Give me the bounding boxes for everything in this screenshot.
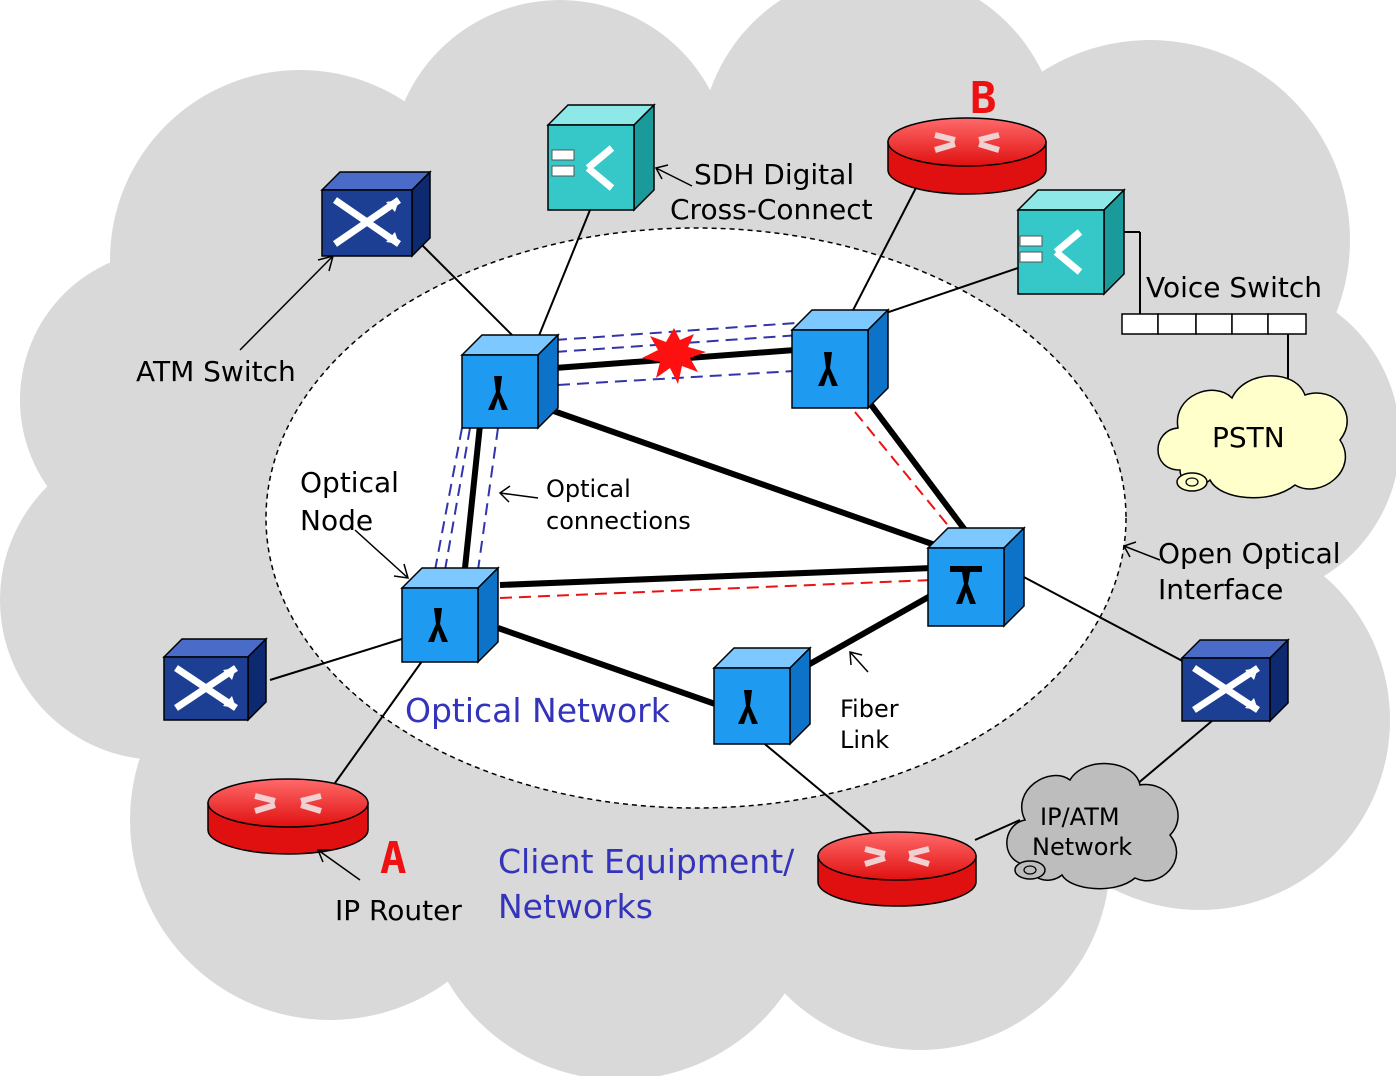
router-a-icon xyxy=(207,778,369,855)
atm-switch-icon xyxy=(320,170,432,258)
optical-network-boundary xyxy=(265,227,1127,809)
client-links xyxy=(269,179,1289,841)
label-router-b: B xyxy=(970,73,997,124)
optical-node xyxy=(460,333,560,430)
label-client-line1: Client Equipment/ xyxy=(498,842,795,881)
label-router-a: A xyxy=(380,833,407,884)
label-ipatm-line2: Network xyxy=(1032,833,1132,861)
label-optical-connections-line1: Optical xyxy=(546,475,631,503)
ip-atm-network-cloud xyxy=(1006,762,1179,890)
label-optical-network: Optical Network xyxy=(405,691,671,730)
label-atm-switch: ATM Switch xyxy=(136,355,296,388)
label-fiber-link-line2: Link xyxy=(840,726,889,754)
sdh-cross-connect-icon xyxy=(1016,188,1126,296)
label-sdh-line1: SDH Digital xyxy=(694,158,854,191)
label-sdh-line2: Cross-Connect xyxy=(670,193,873,226)
label-open-optical-line1: Open Optical xyxy=(1158,537,1341,570)
label-optical-node-line2: Node xyxy=(300,504,373,537)
optical-node xyxy=(926,526,1026,628)
pointer-arrows xyxy=(239,164,1161,881)
label-pstn: PSTN xyxy=(1212,421,1285,454)
label-fiber-link-line1: Fiber xyxy=(840,695,899,723)
sdh-cross-connect-icon xyxy=(546,103,656,212)
optical-node xyxy=(400,566,500,664)
pstn-cloud xyxy=(1157,375,1348,499)
atm-switch-icon xyxy=(1180,638,1290,723)
label-client-line2: Networks xyxy=(498,887,653,926)
label-optical-connections-line2: connections xyxy=(546,507,691,535)
label-open-optical-line2: Interface xyxy=(1158,573,1283,606)
protection-path xyxy=(499,411,961,599)
voice-switch-icon xyxy=(1121,313,1307,335)
label-optical-node-line1: Optical xyxy=(300,466,399,499)
label-ip-router: IP Router xyxy=(335,894,462,927)
label-voice-switch: Voice Switch xyxy=(1146,271,1322,304)
optical-node xyxy=(712,646,812,746)
optical-node xyxy=(790,308,890,410)
fiber-cut-icon xyxy=(642,328,706,384)
router-b-icon xyxy=(887,117,1047,195)
label-ipatm-line1: IP/ATM xyxy=(1040,803,1120,831)
atm-switch-icon xyxy=(162,637,268,722)
router-icon xyxy=(817,831,977,907)
